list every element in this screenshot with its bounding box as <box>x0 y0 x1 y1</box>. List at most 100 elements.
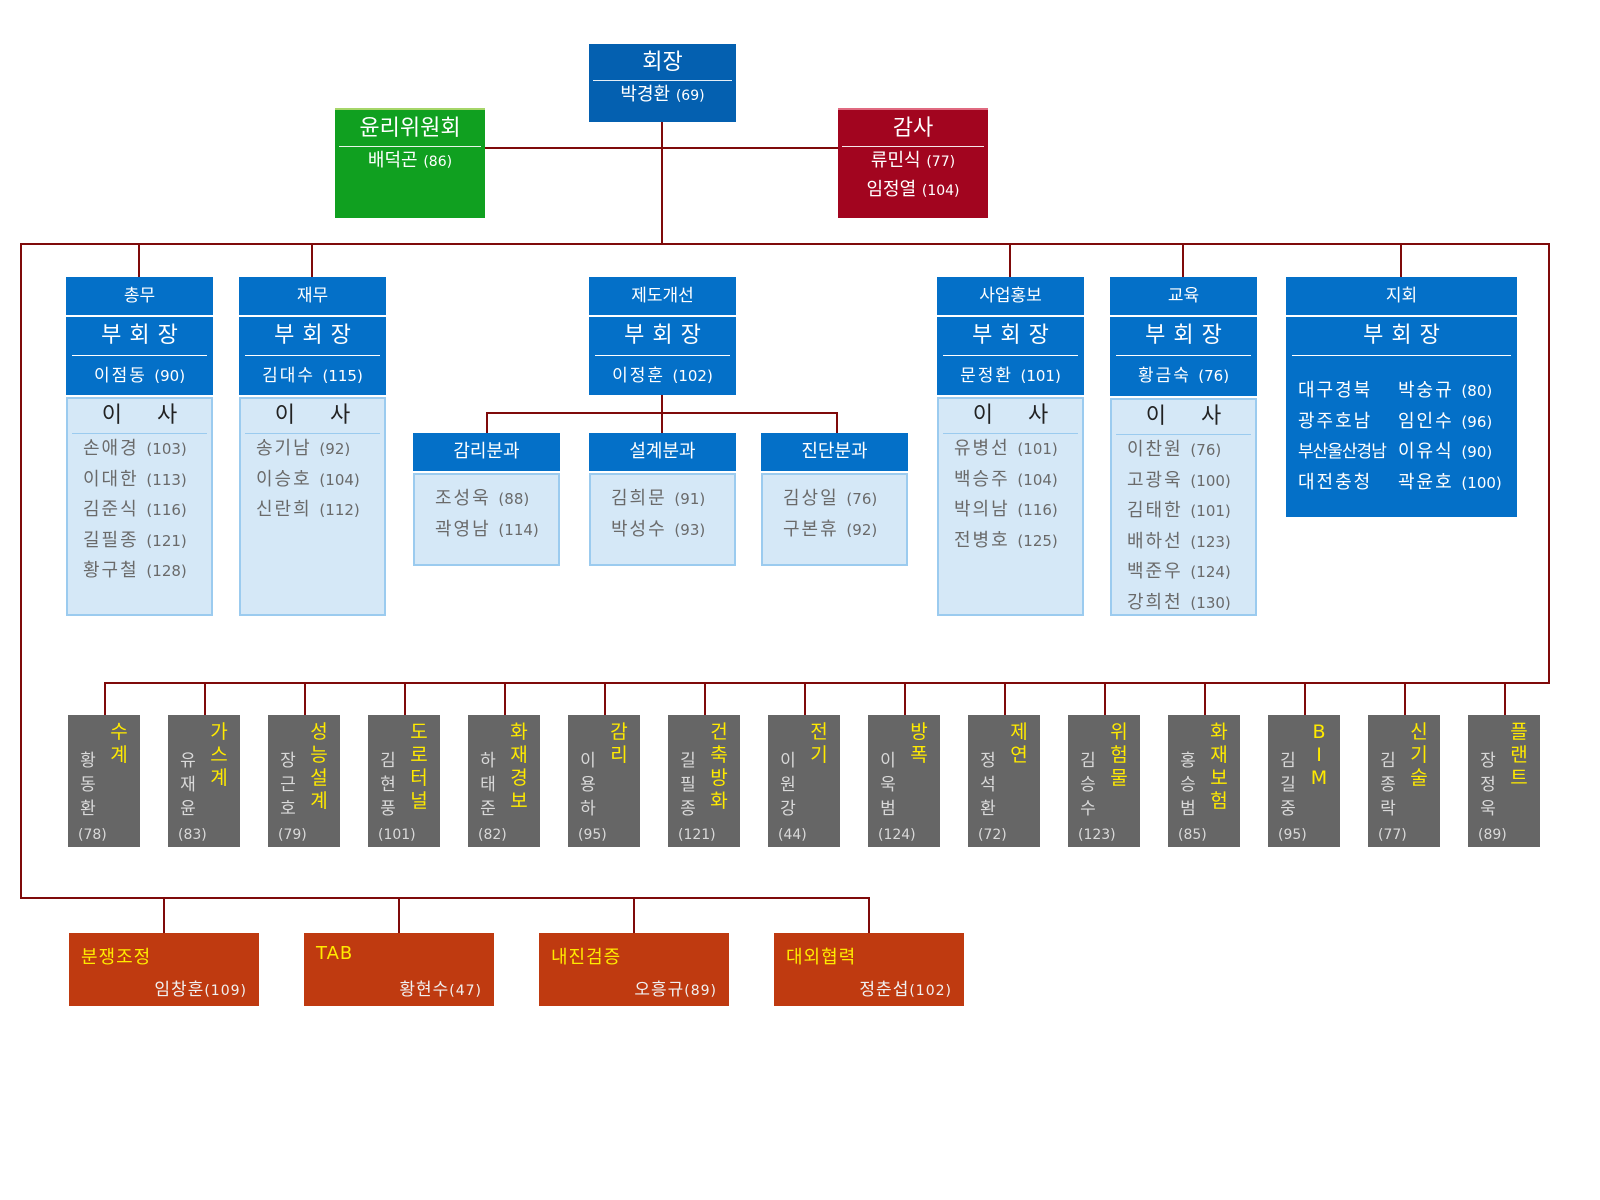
member-name: 이대한 <box>83 468 139 490</box>
connector-drop <box>804 682 806 715</box>
committee-chair-id: (123) <box>1078 827 1116 843</box>
president-name: 박경환 (69) <box>620 84 705 105</box>
divider <box>245 355 380 356</box>
ethics-committee-box[interactable]: 윤리위원회 배덕곤 (86) <box>335 108 485 218</box>
dept-title[interactable]: 재무 <box>239 277 386 315</box>
member-id: (93) <box>674 520 706 539</box>
special-title: 대외협력 <box>786 947 857 968</box>
member-id: (103) <box>146 440 187 458</box>
subcommittee-title[interactable]: 진단분과 <box>761 433 908 471</box>
subcommittee-title[interactable]: 설계분과 <box>589 433 736 471</box>
branch-head-id: (90) <box>1461 443 1493 461</box>
connector-drop <box>1182 243 1184 277</box>
dept-title[interactable]: 교육 <box>1110 277 1257 315</box>
vp-box[interactable]: 부회장 문정환 (101) <box>937 317 1084 395</box>
vp-box[interactable]: 부회장 이정훈 (102) <box>589 317 736 395</box>
connector-drop <box>163 897 165 933</box>
committee-chair-id: (78) <box>78 827 107 843</box>
vp-title: 부회장 <box>1145 323 1230 348</box>
member-name: 신란희 <box>256 499 312 520</box>
special-chair: 임창훈(109) <box>154 975 247 1000</box>
special-chair-id: (102) <box>909 983 952 999</box>
divider <box>339 146 481 147</box>
member-id: (116) <box>146 501 187 519</box>
vp-name: 황금숙 (76) <box>1137 366 1230 386</box>
member-row: 조성욱 (88) <box>415 484 558 515</box>
member-row: 이승호 (104) <box>241 465 384 496</box>
member-id: (101) <box>1190 502 1231 520</box>
vp-title: 부회장 <box>274 323 359 348</box>
dept-system-improvement: 제도개선 부회장 이정훈 (102) <box>589 277 736 395</box>
connector-left-trunk <box>20 243 22 898</box>
divider <box>245 433 380 434</box>
vp-box[interactable]: 부회장 김대수 (115) <box>239 317 386 395</box>
connector-drop <box>1404 682 1406 715</box>
member-row: 손애경 (103) <box>68 434 211 465</box>
ethics-title: 윤리위원회 <box>359 116 461 141</box>
audit-box[interactable]: 감사 류민식 (77) 임정열 (104) <box>838 108 988 218</box>
member-row: 길필종 (121) <box>68 526 211 557</box>
directors-title: 이 사 <box>274 403 365 428</box>
member-row: 황구철 (128) <box>68 556 211 587</box>
connector-president-down <box>661 122 663 244</box>
vp-box[interactable]: 부회장 황금숙 (76) <box>1110 317 1257 396</box>
member-id: (91) <box>674 490 706 508</box>
member-name: 송기남 <box>256 438 312 459</box>
subcommittee-members: 김희문 (91)박성수 (93) <box>589 473 736 566</box>
vp-box[interactable]: 부회장 이점동 (90) <box>66 317 213 395</box>
vp-title: 부회장 <box>624 323 709 348</box>
subcommittee-title[interactable]: 감리분과 <box>413 433 560 471</box>
branch-head-name: 이유식 <box>1398 441 1454 462</box>
vp-title: 부회장 <box>1363 323 1448 348</box>
vp-name: 문정환 (101) <box>960 366 1061 386</box>
connector-drop <box>398 897 400 933</box>
committee-chair-id: (95) <box>1278 827 1307 843</box>
connector-sub-down <box>661 395 663 433</box>
member-row: 배하선 (123) <box>1112 527 1255 558</box>
member-id: (92) <box>846 520 878 539</box>
member-row: 강희천 (130) <box>1112 588 1255 619</box>
special-chair-id: (109) <box>204 983 247 999</box>
dept-title[interactable]: 총무 <box>66 277 213 315</box>
dept-title[interactable]: 지회 <box>1286 277 1517 315</box>
connector-drop <box>1304 682 1306 715</box>
connector-drop <box>1400 243 1402 277</box>
member-row: 송기남 (92) <box>241 434 384 465</box>
president-box[interactable]: 회장 박경환 (69) <box>589 44 736 122</box>
member-id: (124) <box>1190 563 1231 581</box>
audit-title: 감사 <box>892 116 934 141</box>
dept-title[interactable]: 사업홍보 <box>937 277 1084 315</box>
dept-title[interactable]: 제도개선 <box>589 277 736 315</box>
member-row: 이찬원 (76) <box>1112 435 1255 466</box>
